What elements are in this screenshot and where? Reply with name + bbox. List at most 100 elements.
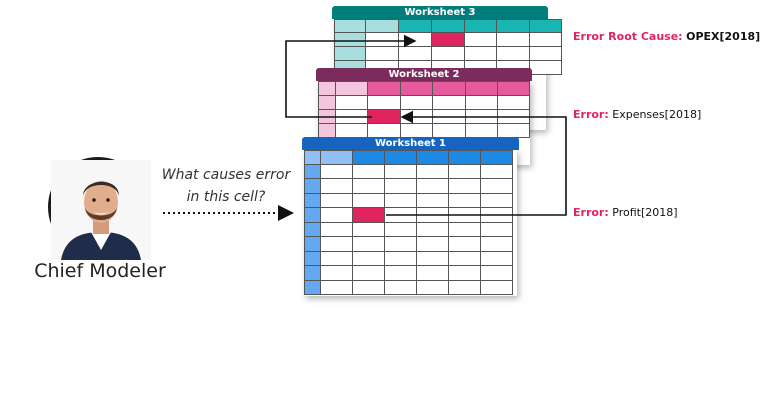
column-header-cell (399, 19, 432, 33)
grid-cell (481, 179, 513, 194)
grid-cell (530, 61, 562, 75)
column-header-cell (481, 150, 513, 165)
row-header-cell (304, 237, 321, 252)
grid-cell (417, 266, 449, 281)
grid-cell (465, 47, 497, 61)
column-header-cell (466, 81, 498, 96)
grid-cell (385, 281, 417, 295)
error-cell (432, 33, 465, 47)
callout-expenses-tag: Error: (573, 108, 609, 121)
grid-cell (481, 281, 513, 295)
grid-cell (449, 281, 481, 295)
row-header-cell (334, 33, 366, 47)
column-header-cell (353, 150, 385, 165)
grid-cell (417, 237, 449, 252)
grid-cell (353, 266, 385, 281)
grid-cell (481, 208, 513, 223)
worksheet-2-title: Worksheet 2 (316, 68, 532, 81)
grid-cell (321, 208, 353, 223)
grid-cell (417, 252, 449, 266)
grid-cell (417, 281, 449, 295)
grid-cell (449, 179, 481, 194)
grid-cell (417, 179, 449, 194)
grid-cell (433, 96, 466, 110)
grid-cell (368, 96, 401, 110)
grid-cell (432, 47, 465, 61)
column-header-cell (366, 19, 399, 33)
grid-cell (481, 237, 513, 252)
grid-cell (321, 237, 353, 252)
grid-cell (433, 110, 466, 124)
row-header-cell (304, 208, 321, 223)
grid-cell (417, 194, 449, 208)
grid-cell (321, 252, 353, 266)
column-header-cell (318, 81, 336, 96)
grid-cell (417, 208, 449, 223)
grid-cell (449, 194, 481, 208)
grid-cell (417, 223, 449, 237)
grid-cell (321, 281, 353, 295)
grid-cell (353, 165, 385, 179)
grid-cell (321, 266, 353, 281)
grid-cell (498, 110, 530, 124)
grid-cell (385, 237, 417, 252)
row-header-cell (304, 252, 321, 266)
grid-cell (449, 237, 481, 252)
grid-cell (353, 223, 385, 237)
column-header-cell (530, 19, 562, 33)
grid-cell (481, 223, 513, 237)
grid-cell (465, 33, 497, 47)
row-header-cell (304, 223, 321, 237)
grid-cell (466, 124, 498, 138)
callout-expenses: Error: Expenses[2018] (573, 108, 701, 121)
grid-cell (449, 252, 481, 266)
grid-cell (530, 47, 562, 61)
question-line-2: in this cell? (186, 189, 266, 205)
grid-cell (353, 194, 385, 208)
grid-cell (401, 96, 433, 110)
callout-profit-value: Profit[2018] (612, 206, 678, 219)
question-line-1: What causes error (161, 167, 291, 183)
column-header-cell (432, 19, 465, 33)
grid-cell (401, 110, 433, 124)
error-cell (368, 110, 401, 124)
row-header-cell (318, 110, 336, 124)
grid-cell (385, 266, 417, 281)
grid-cell (385, 223, 417, 237)
grid-cell (321, 165, 353, 179)
column-header-cell (334, 19, 366, 33)
row-header-cell (304, 281, 321, 295)
person-label: Chief Modeler (34, 260, 166, 282)
error-cell (353, 208, 385, 223)
column-header-cell (385, 150, 417, 165)
grid-cell (353, 237, 385, 252)
person-avatar-icon (48, 157, 151, 260)
grid-cell (366, 33, 399, 47)
grid-cell (321, 179, 353, 194)
column-header-cell (304, 150, 321, 165)
callout-root-cause: Error Root Cause: OPEX[2018] (573, 30, 760, 43)
grid-cell (466, 110, 498, 124)
worksheet-1: Worksheet 1 (302, 137, 519, 296)
callout-root-cause-value: OPEX[2018] (686, 30, 760, 43)
row-header-cell (304, 266, 321, 281)
grid-cell (353, 281, 385, 295)
grid-cell (353, 179, 385, 194)
grid-cell (530, 33, 562, 47)
column-header-cell (336, 81, 368, 96)
grid-cell (321, 223, 353, 237)
grid-cell (401, 124, 433, 138)
row-header-cell (334, 47, 366, 61)
column-header-cell (401, 81, 433, 96)
grid-cell (481, 194, 513, 208)
grid-cell (366, 47, 399, 61)
callout-profit: Error: Profit[2018] (573, 206, 678, 219)
column-header-cell (498, 81, 530, 96)
grid-cell (385, 179, 417, 194)
row-header-cell (318, 96, 336, 110)
grid-cell (385, 252, 417, 266)
grid-cell (498, 96, 530, 110)
grid-cell (368, 124, 401, 138)
row-header-cell (304, 179, 321, 194)
grid-cell (336, 96, 368, 110)
